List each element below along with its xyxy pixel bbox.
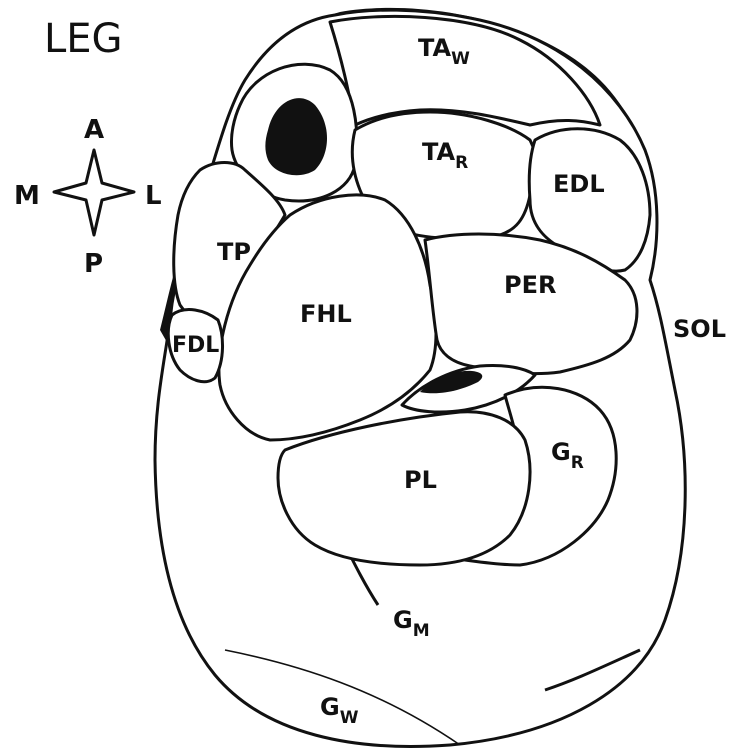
label-edl: EDL <box>553 170 605 198</box>
compass-anterior: A <box>84 115 104 145</box>
compass-star-icon <box>54 150 134 235</box>
label-pl: PL <box>404 466 437 494</box>
diagram-title: LEG <box>44 16 123 62</box>
ta-w-muscle <box>330 16 600 125</box>
compass-posterior: P <box>84 249 103 279</box>
label-fhl: FHL <box>300 300 352 328</box>
label-per: PER <box>504 271 556 299</box>
compass-lateral: L <box>145 181 162 211</box>
compass: A P M L <box>14 115 162 279</box>
label-fdl: FDL <box>172 333 219 358</box>
label-sol: SOL <box>673 315 726 343</box>
compass-medial: M <box>14 181 40 211</box>
label-tp: TP <box>217 238 251 266</box>
